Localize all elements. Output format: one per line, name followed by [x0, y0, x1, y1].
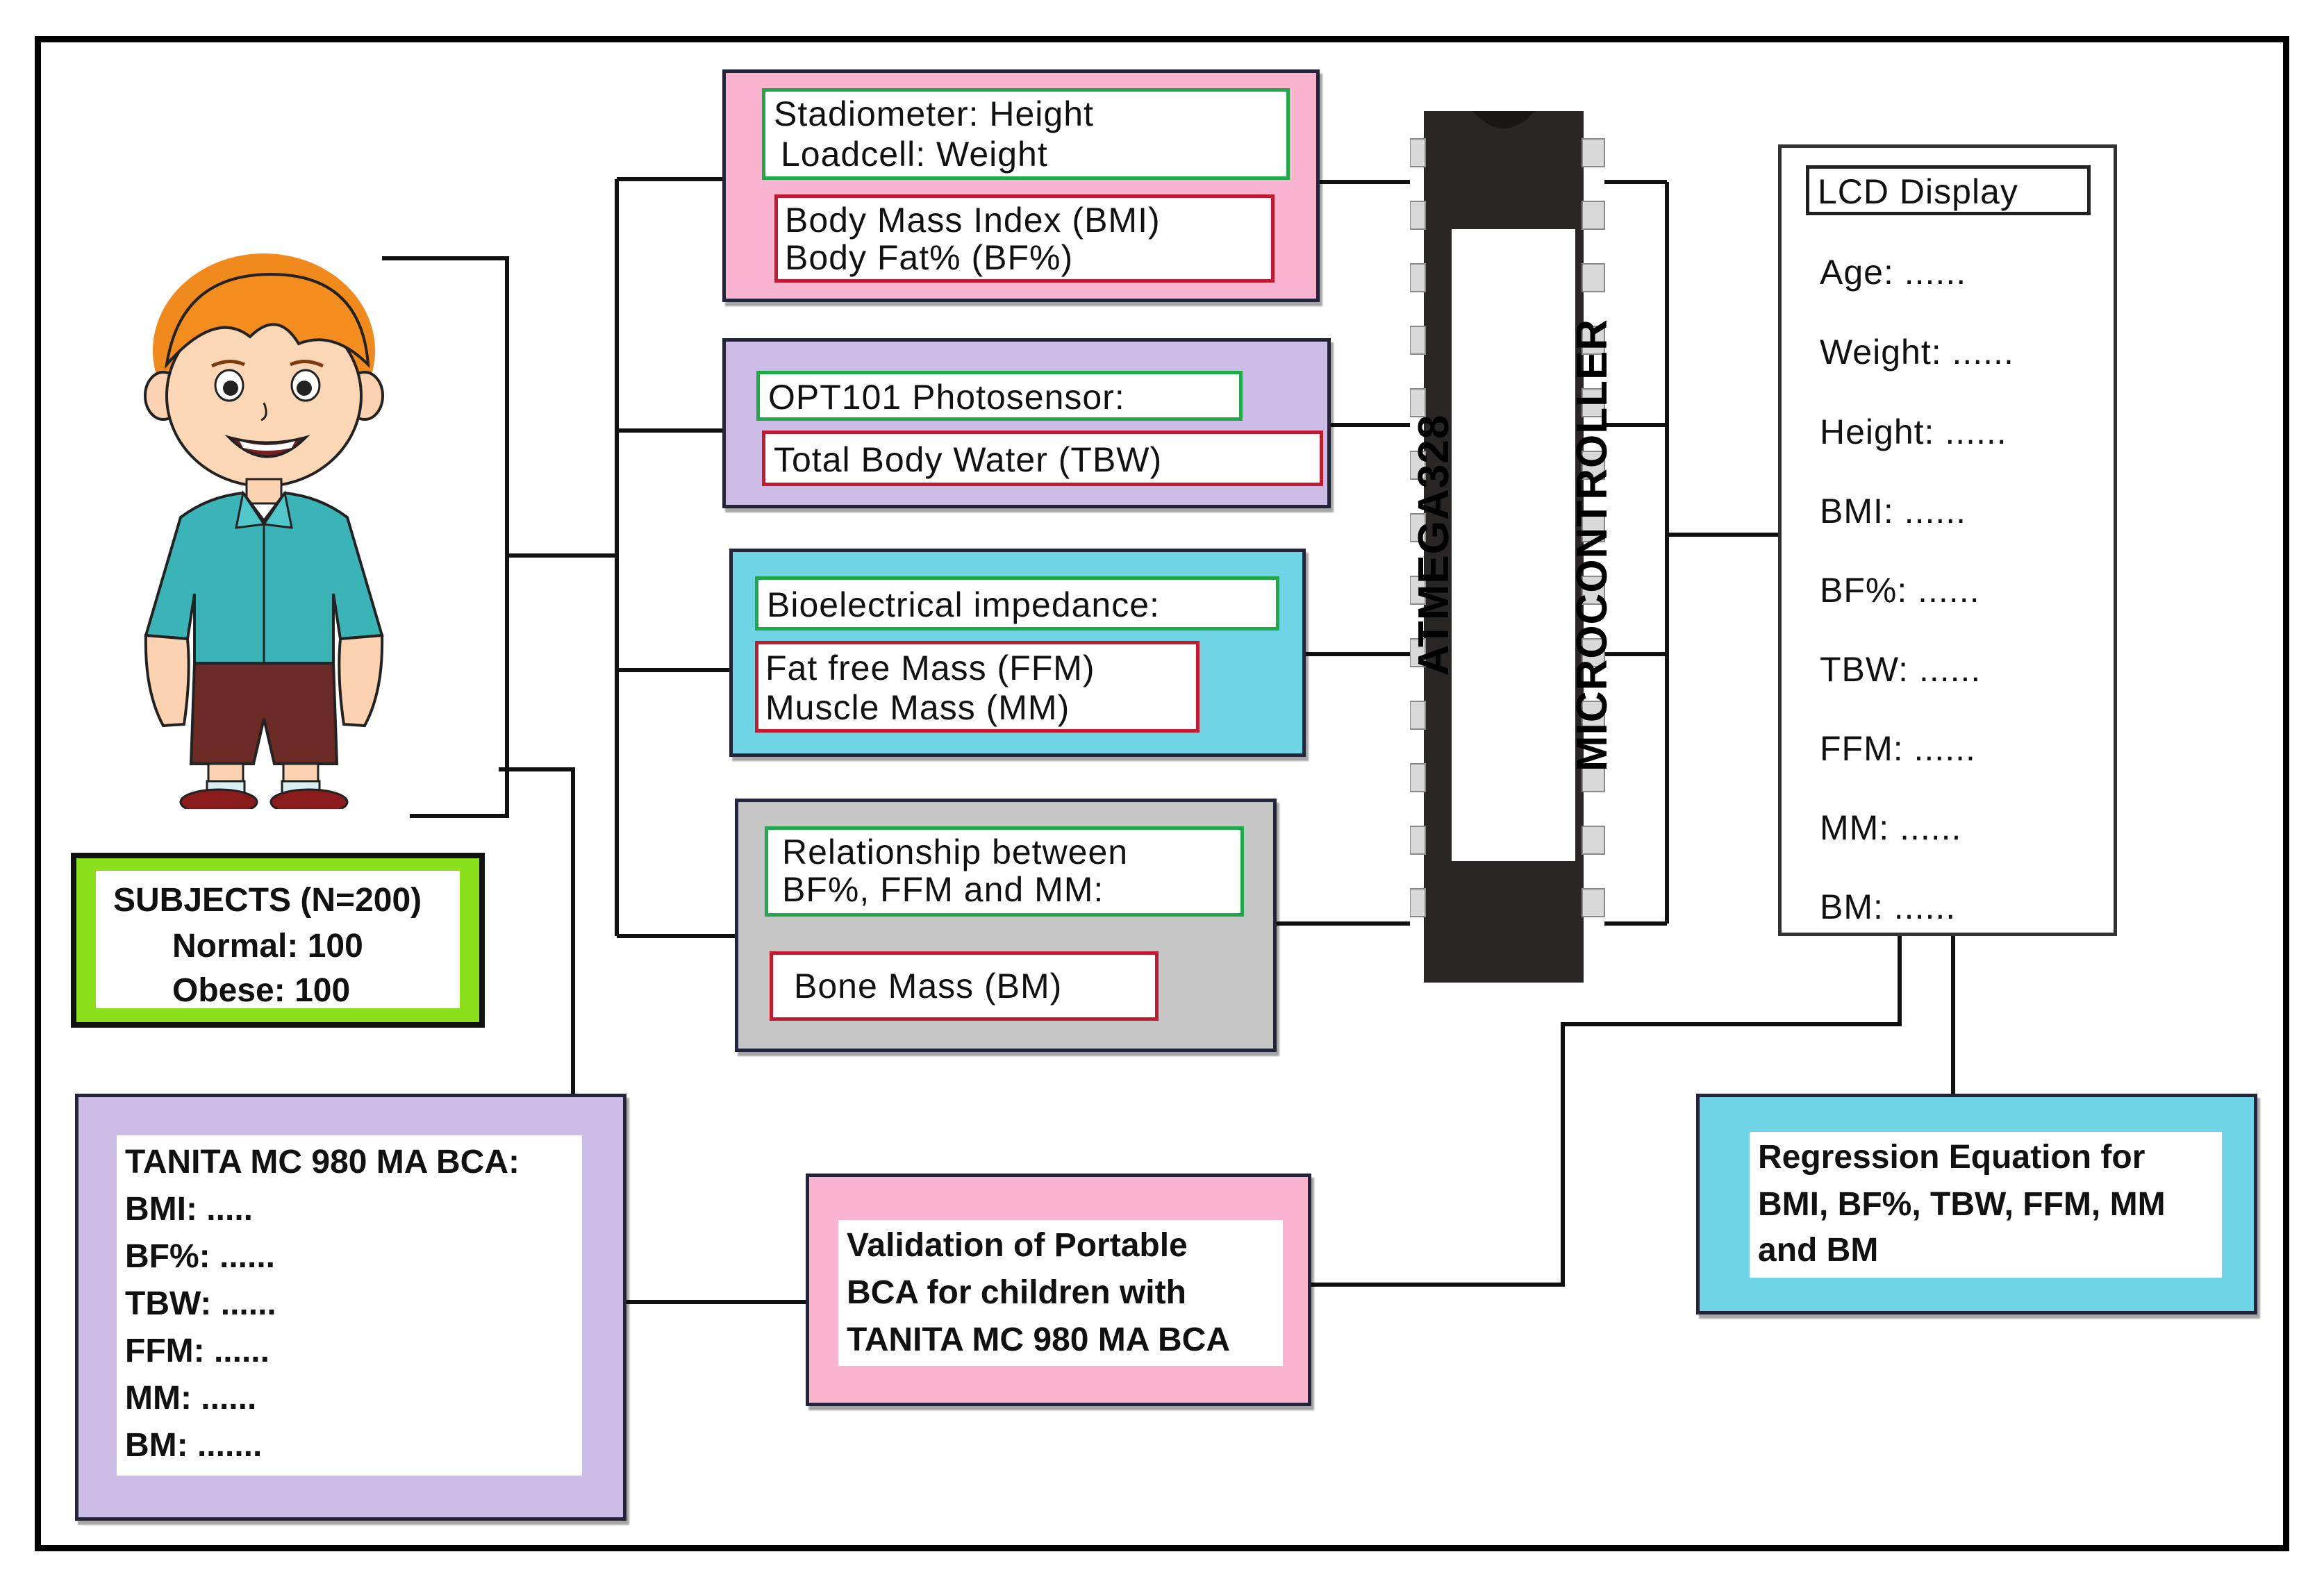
- validation-line2: BCA for children with: [847, 1274, 1186, 1311]
- microcontroller-chip-icon: ATMEGA328 MICROCONTROLLER: [1410, 111, 1616, 983]
- photosensor-module: OPT101 Photosensor: Total Body Water (TB…: [722, 338, 1331, 508]
- bia-module: Bioelectrical impedance: Fat free Mass (…: [729, 549, 1306, 757]
- bm-output-label: Bone Mass (BM): [794, 967, 1063, 1005]
- child-bracket-line: [382, 256, 509, 818]
- lcd-field-ffm: FFM: ......: [1820, 729, 1976, 768]
- regression-line1: Regression Equation for: [1758, 1139, 2145, 1176]
- chip-label-line1: ATMEGA328: [1410, 414, 1458, 676]
- child-to-tanita-line: [499, 767, 575, 1094]
- bia-title: Bioelectrical impedance:: [767, 585, 1160, 624]
- regression-inner: Regression Equation for BMI, BF%, TBW, F…: [1750, 1132, 2222, 1278]
- diagram-frame: [35, 36, 2289, 1551]
- subjects-title: SUBJECTS (N=200): [113, 882, 422, 919]
- child-illustration-icon: [144, 253, 384, 809]
- tanita-box: TANITA MC 980 MA BCA: BMI: ..... BF%: ..…: [75, 1094, 626, 1521]
- lcd-field-bf: BF%: ......: [1820, 571, 1980, 610]
- stadiometer-module: Stadiometer: Height Loadcell: Weight Bod…: [722, 69, 1320, 302]
- subjects-normal: Normal: 100: [172, 928, 363, 965]
- tanita-field-mm: MM: ......: [125, 1380, 257, 1417]
- tbw-output-label: Total Body Water (TBW): [774, 440, 1163, 479]
- bf-output-label: Body Fat% (BF%): [785, 238, 1074, 277]
- chip-label-text: ATMEGA328 MICROCONTROLLER: [1302, 319, 1725, 771]
- lcd-field-weight: Weight: ......: [1820, 333, 2014, 372]
- photosensor-output-box: Total Body Water (TBW): [762, 431, 1323, 486]
- mm-output-label: Muscle Mass (MM): [765, 688, 1070, 727]
- subjects-box: SUBJECTS (N=200) Normal: 100 Obese: 100: [71, 853, 485, 1028]
- photosensor-title: OPT101 Photosensor:: [768, 378, 1125, 417]
- lcd-field-bm: BM: ......: [1820, 887, 1957, 926]
- relationship-title-box: Relationship between BF%, FFM and MM:: [765, 826, 1244, 917]
- regression-box: Regression Equation for BMI, BF%, TBW, F…: [1696, 1094, 2257, 1314]
- bia-output-box: Fat free Mass (FFM) Muscle Mass (MM): [755, 641, 1200, 733]
- tanita-field-tbw: TBW: ......: [125, 1285, 276, 1322]
- lcd-display-panel: LCD Display Age: ...... Weight: ...... H…: [1778, 144, 2117, 936]
- tanita-inner: TANITA MC 980 MA BCA: BMI: ..... BF%: ..…: [117, 1135, 582, 1476]
- stadiometer-input-box: Stadiometer: Height Loadcell: Weight: [762, 88, 1290, 180]
- tanita-field-bf: BF%: ......: [125, 1238, 275, 1275]
- validation-inner: Validation of Portable BCA for children …: [838, 1220, 1283, 1366]
- lcd-field-mm: MM: ......: [1820, 808, 1962, 847]
- validation-line3: TANITA MC 980 MA BCA: [847, 1321, 1230, 1358]
- lcd-field-height: Height: ......: [1820, 412, 2007, 451]
- chip-body-icon: [1410, 111, 1605, 983]
- lcd-field-tbw: TBW: ......: [1820, 650, 1982, 689]
- ffm-output-label: Fat free Mass (FFM): [765, 649, 1095, 687]
- subjects-inner: SUBJECTS (N=200) Normal: 100 Obese: 100: [96, 871, 460, 1009]
- chip-label-line2: MICROCONTROLLER: [1568, 318, 1616, 772]
- loadcell-weight-label: Loadcell: Weight: [781, 135, 1048, 174]
- stadiometer-height-label: Stadiometer: Height: [774, 94, 1094, 133]
- photosensor-title-box: OPT101 Photosensor:: [756, 371, 1243, 421]
- relationship-output-box: Bone Mass (BM): [770, 951, 1159, 1021]
- relationship-line1: Relationship between: [782, 833, 1129, 871]
- relationship-line2: BF%, FFM and MM:: [782, 870, 1104, 909]
- stadiometer-output-box: Body Mass Index (BMI) Body Fat% (BF%): [774, 194, 1275, 283]
- tanita-title: TANITA MC 980 MA BCA:: [125, 1144, 520, 1180]
- lcd-title: LCD Display: [1818, 172, 2018, 211]
- validation-line1: Validation of Portable: [847, 1227, 1188, 1264]
- tanita-field-bm: BM: .......: [125, 1427, 263, 1464]
- lcd-field-bmi: BMI: ......: [1820, 492, 1967, 531]
- validation-box: Validation of Portable BCA for children …: [806, 1174, 1311, 1406]
- bmi-output-label: Body Mass Index (BMI): [785, 201, 1161, 240]
- lcd-title-box: LCD Display: [1806, 165, 2091, 215]
- relationship-module: Relationship between BF%, FFM and MM: Bo…: [735, 799, 1277, 1052]
- lcd-field-age: Age: ......: [1820, 253, 1967, 292]
- lcd-to-validation-line: [1311, 936, 1902, 1287]
- subjects-obese: Obese: 100: [172, 972, 351, 1009]
- tanita-field-ffm: FFM: ......: [125, 1333, 269, 1369]
- bia-title-box: Bioelectrical impedance:: [755, 576, 1279, 631]
- tanita-field-bmi: BMI: .....: [125, 1191, 253, 1228]
- regression-line2: BMI, BF%, TBW, FFM, MM: [1758, 1186, 2166, 1223]
- chip-label-area: ATMEGA328 MICROCONTROLLER: [1410, 229, 1616, 861]
- regression-line3: and BM: [1758, 1232, 1879, 1269]
